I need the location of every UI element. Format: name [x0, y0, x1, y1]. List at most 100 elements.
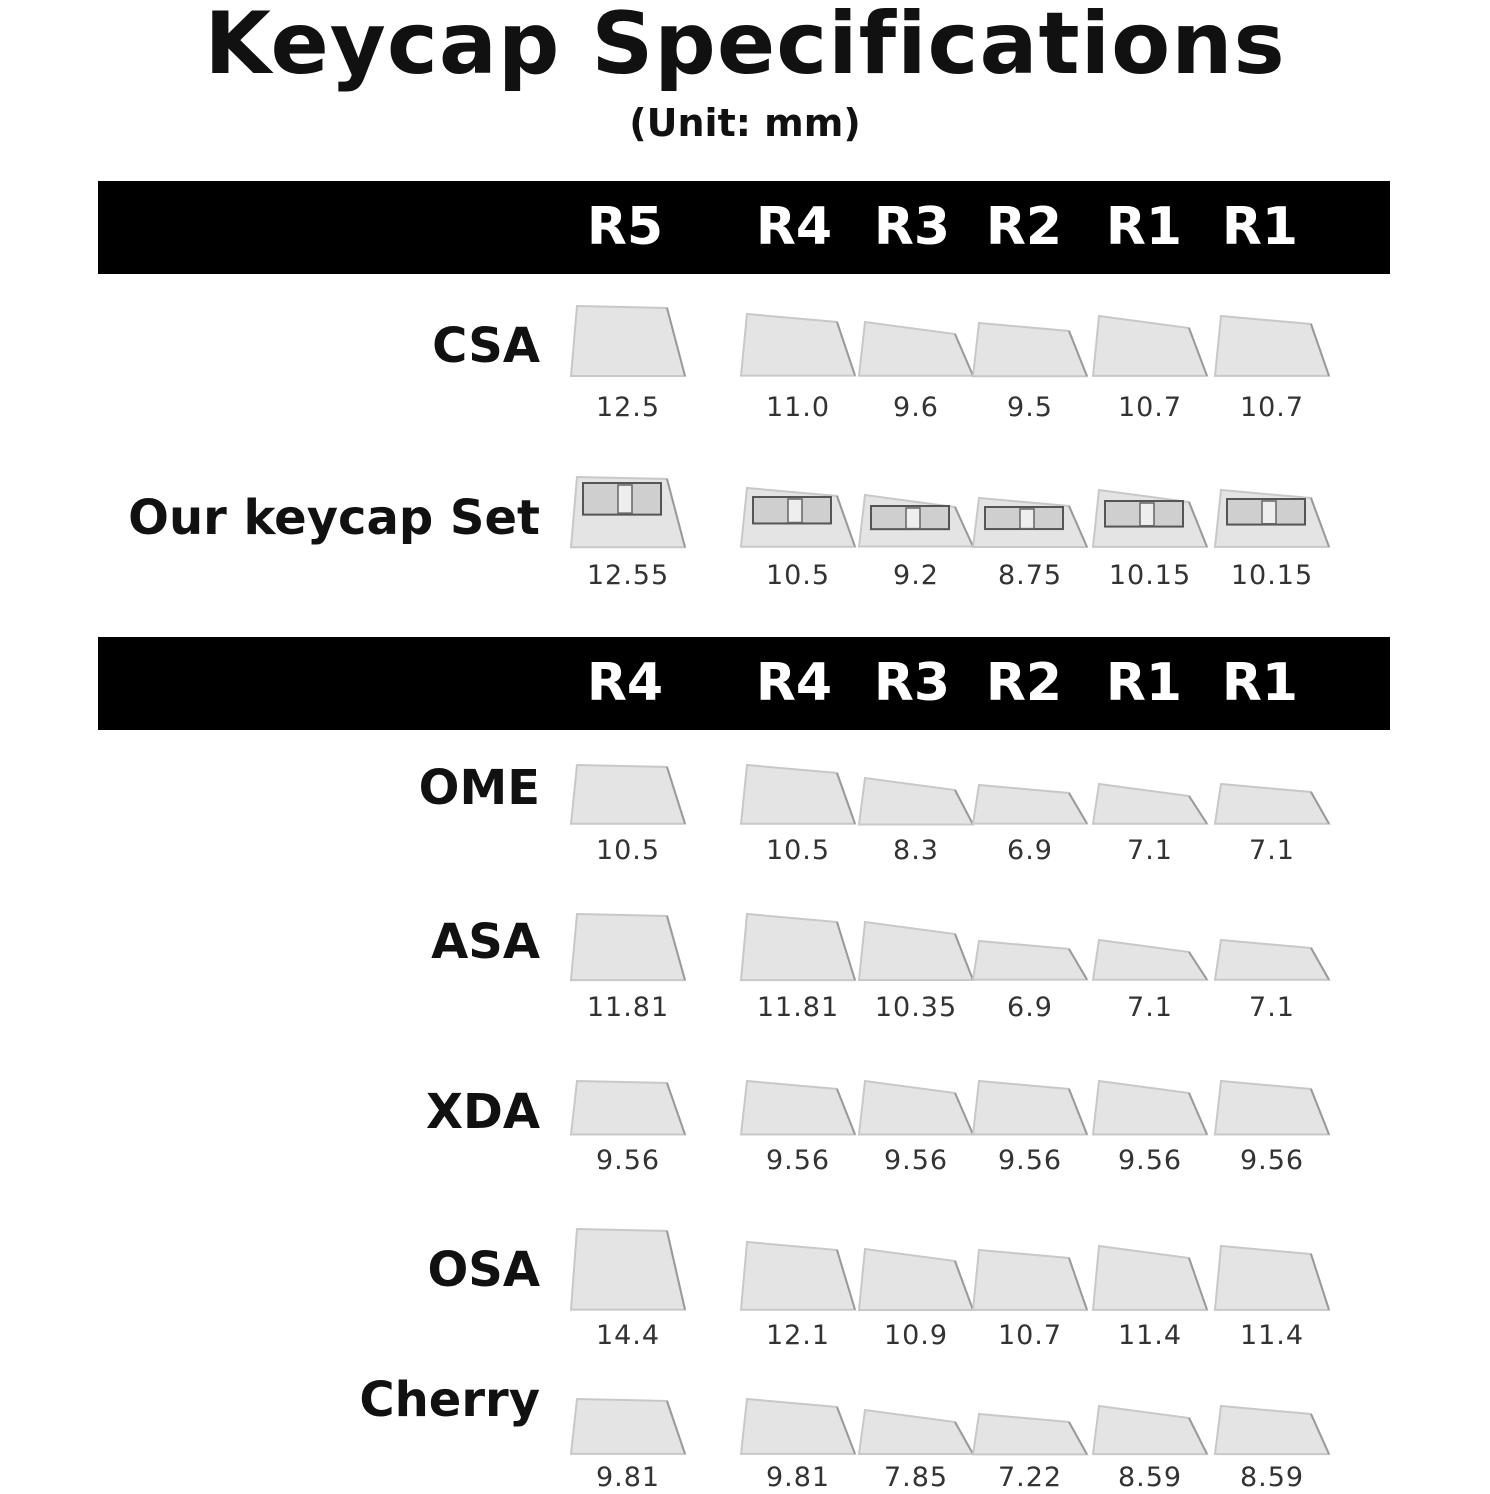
keycap-height-value: 7.1: [1127, 992, 1173, 1023]
keycap-side-edge: [1188, 1093, 1208, 1136]
keycap-height-value: 10.5: [765, 835, 831, 866]
keycap-body: [971, 940, 1089, 981]
keycap-shape: [1213, 1080, 1331, 1136]
profile-name: Our keycap Set: [128, 490, 540, 546]
row-header-bar-2: R4 R4 R3 R2 R1 R1: [98, 637, 1390, 730]
keycap-side-edge: [1188, 501, 1208, 548]
keycap-body: [1091, 314, 1209, 377]
keycap-side-edge: [836, 921, 856, 981]
keycap-shape: [971, 940, 1089, 981]
keycap-stem: [1019, 508, 1035, 530]
keycap-shape: [739, 1397, 857, 1455]
keycap-height-value: 7.1: [1127, 835, 1173, 866]
row-label: R1: [1221, 653, 1299, 713]
keycap-height-value: 6.9: [1007, 835, 1053, 866]
row-label: R4: [755, 197, 833, 257]
keycap-shape: [971, 1080, 1089, 1136]
keycap-body: [857, 321, 975, 377]
keycap-side-edge: [1068, 1089, 1088, 1136]
keycap-height-value: 9.5: [1007, 392, 1053, 423]
keycap-side-edge: [1068, 792, 1088, 825]
keycap-height-value: 9.81: [595, 1462, 661, 1493]
keycap-side-edge: [1188, 327, 1208, 377]
keycap-body: [569, 912, 687, 981]
keycap-shape: [857, 1408, 975, 1455]
keycap-shape: [1091, 1080, 1209, 1136]
keycap-shape: [569, 764, 687, 825]
keycap-shape: [569, 1080, 687, 1136]
row-label: R4: [586, 653, 664, 713]
keycap-stem: [787, 498, 803, 524]
keycap-height-value: 9.56: [595, 1145, 661, 1176]
keycap-height-value: 9.56: [997, 1145, 1063, 1176]
keycap-shape: [1213, 314, 1331, 377]
keycap-shape: [1213, 783, 1331, 825]
keycap-height-value: 12.55: [586, 560, 670, 591]
profile-name: ASA: [431, 914, 540, 970]
keycap-height-value: 11.4: [1239, 1320, 1305, 1351]
keycap-shape: [971, 496, 1089, 548]
keycap-body: [569, 1398, 687, 1455]
keycap-height-value: 9.81: [765, 1462, 831, 1493]
row-label: R2: [985, 197, 1063, 257]
row-label: R1: [1221, 197, 1299, 257]
unit-note: (Unit: mm): [629, 101, 861, 145]
keycap-height-value: 9.56: [1239, 1145, 1305, 1176]
keycap-shape: [1091, 783, 1209, 825]
keycap-shape: [857, 776, 975, 825]
profile-name: XDA: [426, 1084, 540, 1140]
keycap-body: [1091, 1404, 1209, 1455]
profile-name: OSA: [427, 1242, 540, 1298]
keycap-shape: [569, 1228, 687, 1311]
keycap-body: [569, 1228, 687, 1311]
keycap-body: [1213, 939, 1331, 981]
keycap-shape: [739, 764, 857, 825]
keycap-shape: [569, 1398, 687, 1455]
keycap-height-value: 11.4: [1117, 1320, 1183, 1351]
keycap-height-value: 10.15: [1230, 560, 1314, 591]
profile-name: Cherry: [359, 1372, 540, 1428]
keycap-shape: [739, 912, 857, 981]
keycap-height-value: 10.9: [883, 1320, 949, 1351]
keycap-side-edge: [1310, 1413, 1330, 1455]
keycap-height-value: 14.4: [595, 1320, 661, 1351]
keycap-height-value: 9.6: [893, 392, 939, 423]
keycap-shape: [1091, 489, 1209, 548]
keycap-side-edge: [836, 1249, 856, 1311]
keycap-side-edge: [666, 1231, 686, 1311]
keycap-side-edge: [666, 766, 686, 825]
profile-name: CSA: [432, 318, 540, 374]
keycap-side-edge: [1188, 795, 1208, 825]
keycap-body: [1213, 1404, 1331, 1455]
keycap-body: [1091, 939, 1209, 981]
keycap-stem: [905, 507, 921, 530]
keycap-shape: [971, 321, 1089, 377]
keycap-side-edge: [836, 495, 856, 548]
keycap-height-value: 10.15: [1108, 560, 1192, 591]
keycap-side-edge: [954, 933, 974, 981]
keycap-height-value: 8.3: [893, 835, 939, 866]
keycap-body: [569, 764, 687, 825]
row-label: R3: [873, 653, 951, 713]
keycap-side-edge: [1310, 1253, 1330, 1311]
keycap-height-value: 11.81: [756, 992, 840, 1023]
keycap-height-value: 9.56: [765, 1145, 831, 1176]
keycap-side-edge: [1310, 947, 1330, 981]
page-title: Keycap Specifications: [204, 0, 1286, 94]
keycap-side-edge: [1188, 951, 1208, 981]
keycap-body: [1091, 783, 1209, 825]
keycap-body: [569, 1080, 687, 1136]
keycap-body: [857, 776, 975, 825]
keycap-height-value: 12.5: [595, 392, 661, 423]
keycap-stem: [1261, 500, 1277, 525]
keycap-height-value: 12.1: [765, 1320, 831, 1351]
profile-name: OME: [418, 760, 540, 816]
keycap-side-edge: [666, 1400, 686, 1455]
keycap-stem: [617, 483, 633, 514]
keycap-shape: [739, 1241, 857, 1311]
keycap-height-value: 10.7: [1239, 392, 1305, 423]
keycap-shape: [971, 1248, 1089, 1311]
keycap-shape: [857, 1247, 975, 1311]
keycap-height-value: 7.1: [1249, 835, 1295, 866]
keycap-shape: [857, 1080, 975, 1136]
